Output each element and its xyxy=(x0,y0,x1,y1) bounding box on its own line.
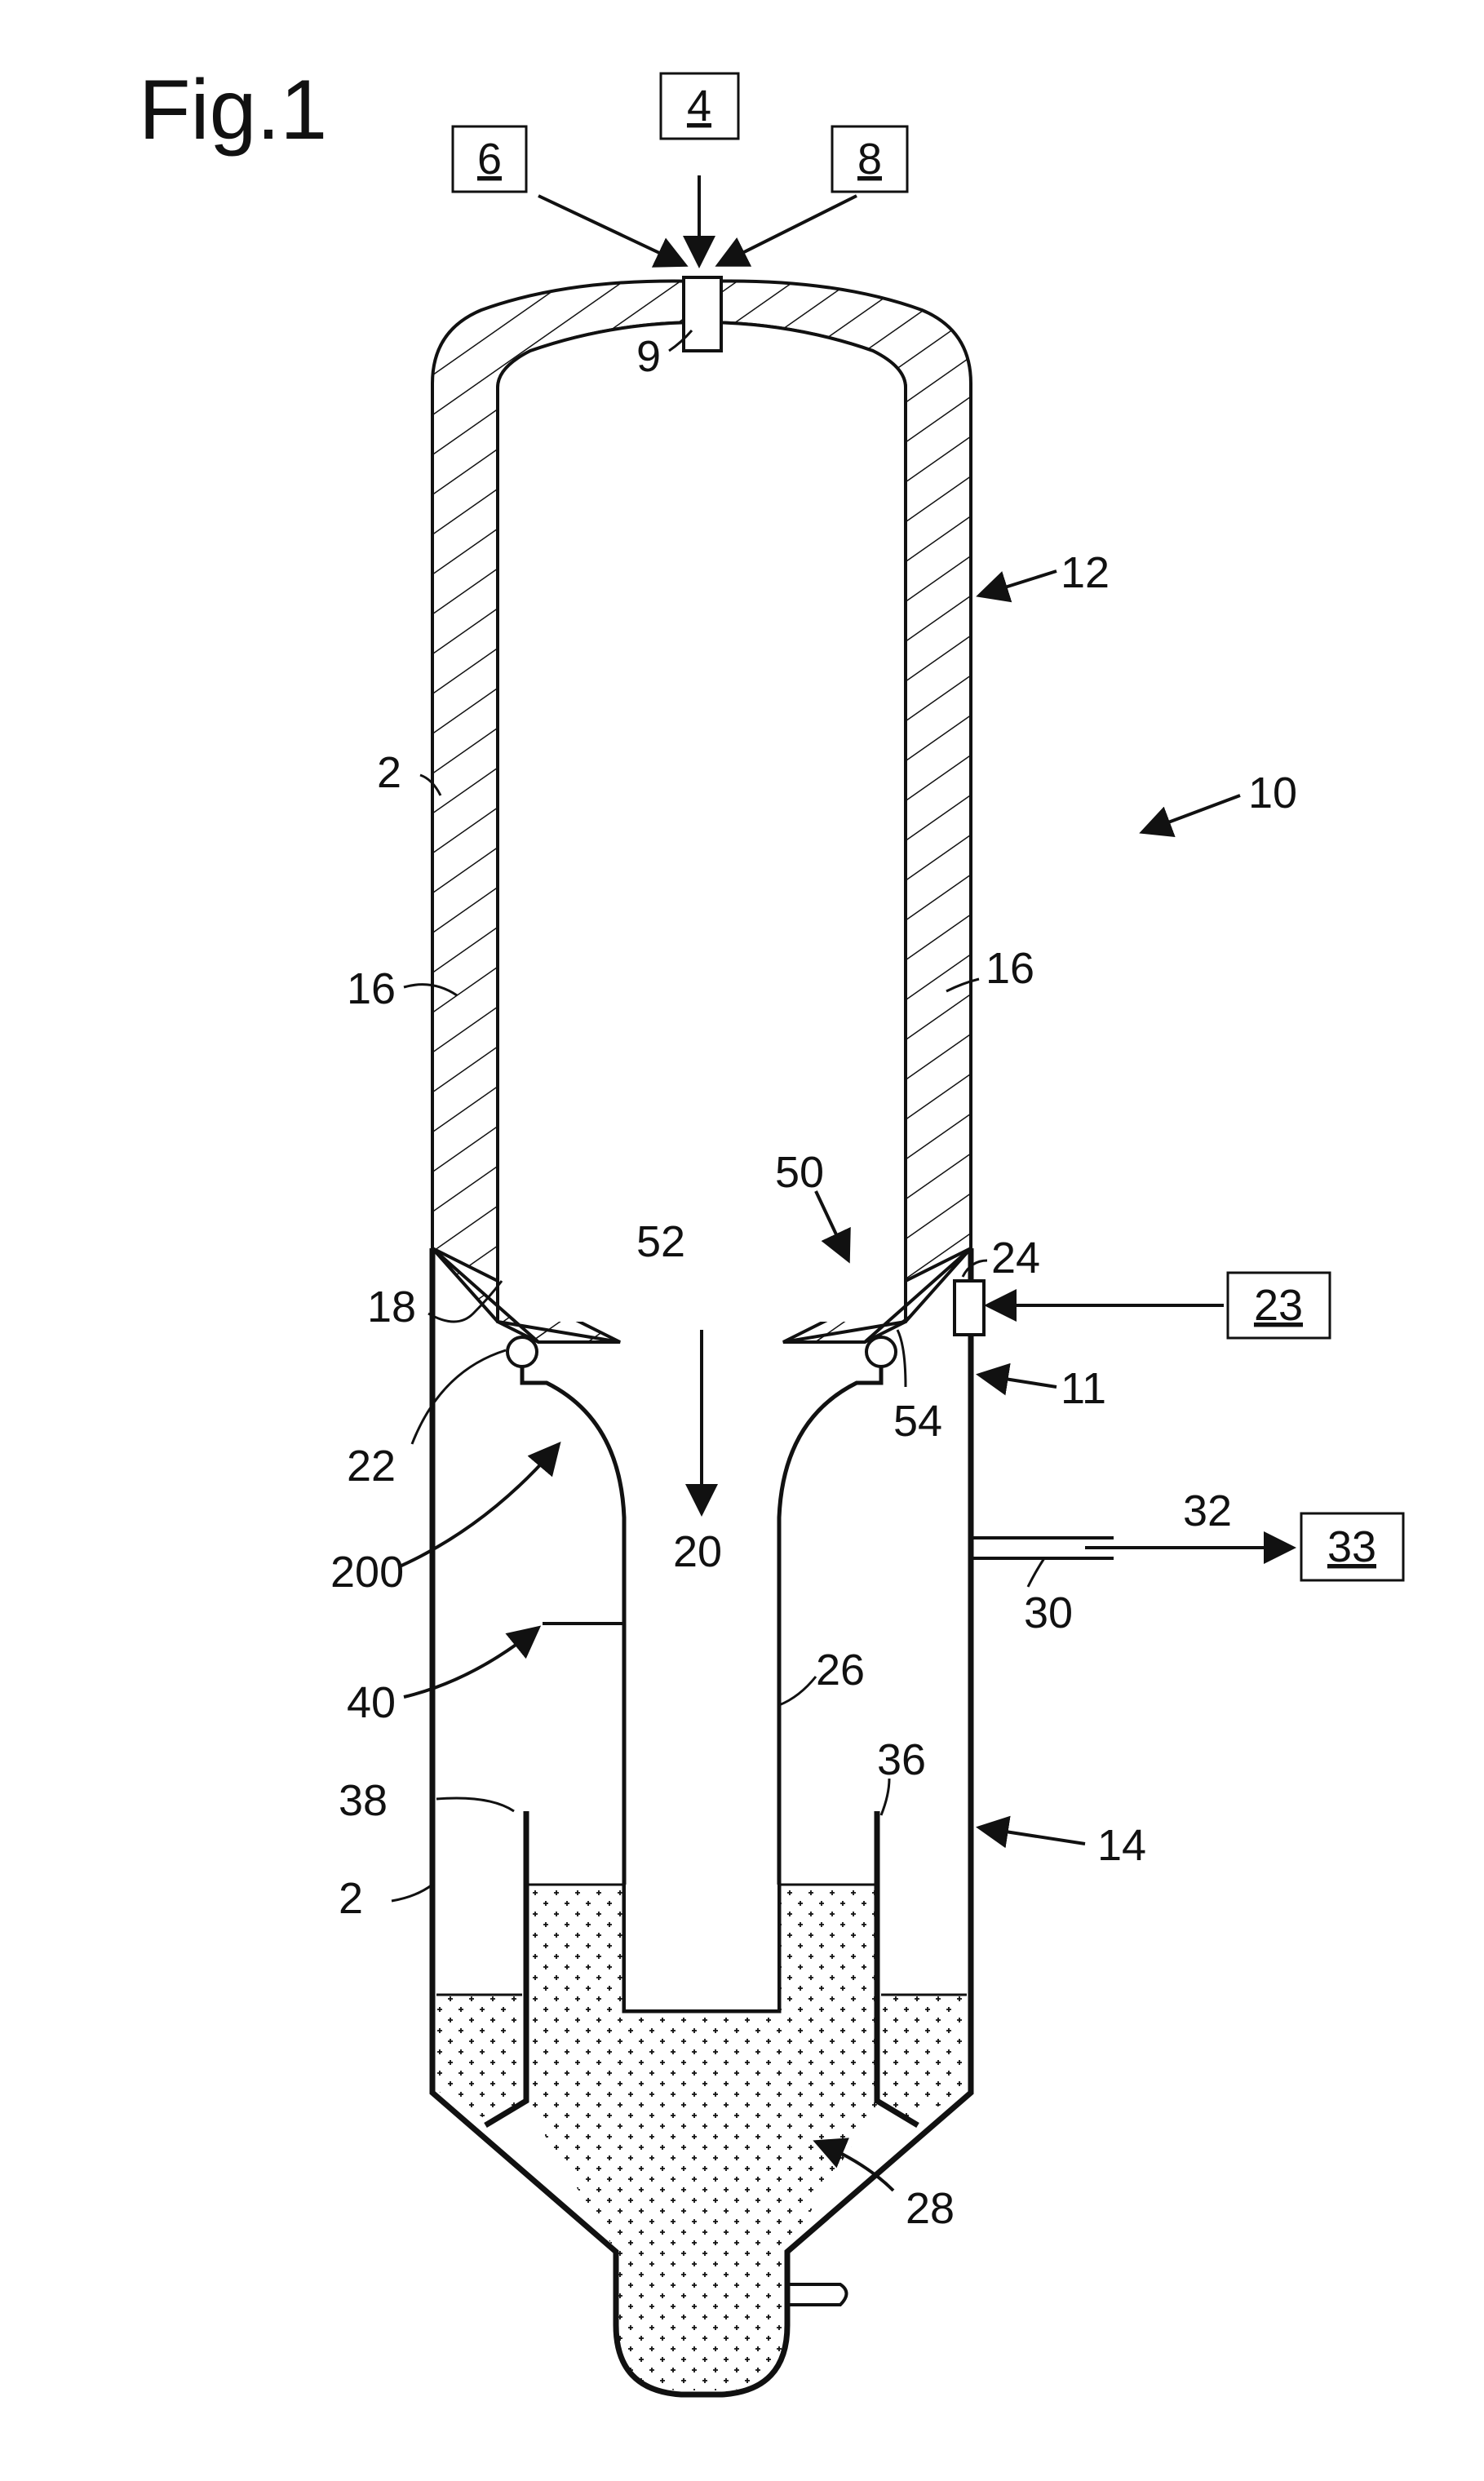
label-54: 54 xyxy=(893,1397,942,1446)
label-22: 22 xyxy=(347,1442,396,1491)
label-2-lower: 2 xyxy=(339,1874,363,1923)
box-23-text: 23 xyxy=(1254,1281,1303,1330)
label-12: 12 xyxy=(1061,548,1110,597)
box-33-text: 33 xyxy=(1327,1522,1376,1571)
label-24: 24 xyxy=(991,1234,1040,1283)
label-50: 50 xyxy=(775,1148,824,1197)
arrow-from-6 xyxy=(538,196,685,265)
box-4-text: 4 xyxy=(687,82,711,131)
cooling-ring-right xyxy=(866,1337,896,1367)
label-16-left: 16 xyxy=(347,964,396,1013)
leader-54 xyxy=(897,1330,906,1387)
arrow-11 xyxy=(979,1375,1057,1387)
arrow-200 xyxy=(400,1444,559,1566)
leader-26 xyxy=(779,1677,816,1705)
figure-title: Fig.1 xyxy=(139,63,327,157)
label-9: 9 xyxy=(636,332,661,381)
label-18: 18 xyxy=(367,1283,416,1331)
label-10: 10 xyxy=(1248,769,1297,817)
upper-chamber-cavity xyxy=(498,322,906,1322)
leader-24 xyxy=(963,1260,987,1277)
leader-2b xyxy=(392,1885,432,1901)
label-52: 52 xyxy=(636,1217,685,1266)
arrow-40 xyxy=(404,1628,538,1697)
arrow-from-8 xyxy=(718,196,857,265)
leader-38 xyxy=(436,1798,514,1811)
dip-tube-water-plug xyxy=(626,1885,777,2009)
arrow-12 xyxy=(979,571,1057,596)
cooling-ring-left xyxy=(507,1337,537,1367)
box-8-text: 8 xyxy=(857,135,882,184)
arrow-10 xyxy=(1142,795,1240,832)
label-20: 20 xyxy=(673,1527,722,1576)
label-36: 36 xyxy=(877,1735,926,1784)
box-6-text: 6 xyxy=(477,135,502,184)
label-28: 28 xyxy=(906,2184,955,2233)
label-32: 32 xyxy=(1183,1486,1232,1535)
label-16-right: 16 xyxy=(986,944,1034,993)
sensor-24 xyxy=(955,1281,984,1335)
label-26: 26 xyxy=(816,1646,865,1695)
label-38: 38 xyxy=(339,1776,388,1825)
arrow-14 xyxy=(979,1828,1085,1844)
leader-22 xyxy=(412,1350,506,1444)
burner-nozzle xyxy=(684,277,721,351)
bottom-outlet-nozzle xyxy=(787,2284,847,2305)
label-200: 200 xyxy=(330,1548,404,1597)
label-2-upper: 2 xyxy=(377,748,401,797)
label-30: 30 xyxy=(1024,1588,1073,1637)
label-11: 11 xyxy=(1061,1364,1106,1413)
leader-30 xyxy=(1028,1558,1044,1587)
label-40: 40 xyxy=(347,1678,396,1727)
label-14: 14 xyxy=(1097,1821,1146,1870)
